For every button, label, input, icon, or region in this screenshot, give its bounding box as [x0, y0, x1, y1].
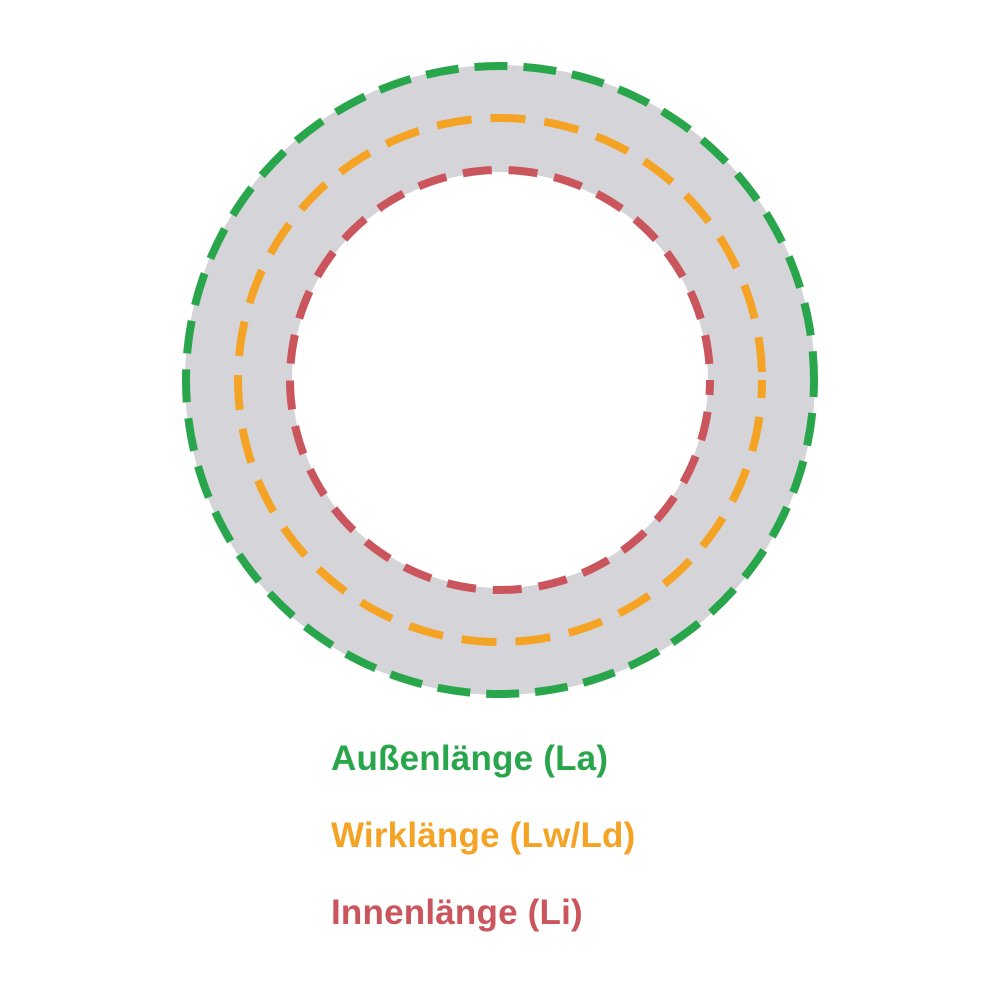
effective-length-circle: [234, 114, 766, 646]
effective-length-label: Wirklänge (Lw/Ld): [331, 816, 636, 855]
inner-length-circle: [286, 166, 714, 594]
outer-length-label: Außenlänge (La): [331, 739, 609, 778]
inner-length-label: Innenlänge (Li): [331, 893, 583, 932]
outer-length-circle: [182, 62, 818, 698]
legend: Außenlänge (La) Wirklänge (Lw/Ld) Innenl…: [331, 736, 635, 967]
